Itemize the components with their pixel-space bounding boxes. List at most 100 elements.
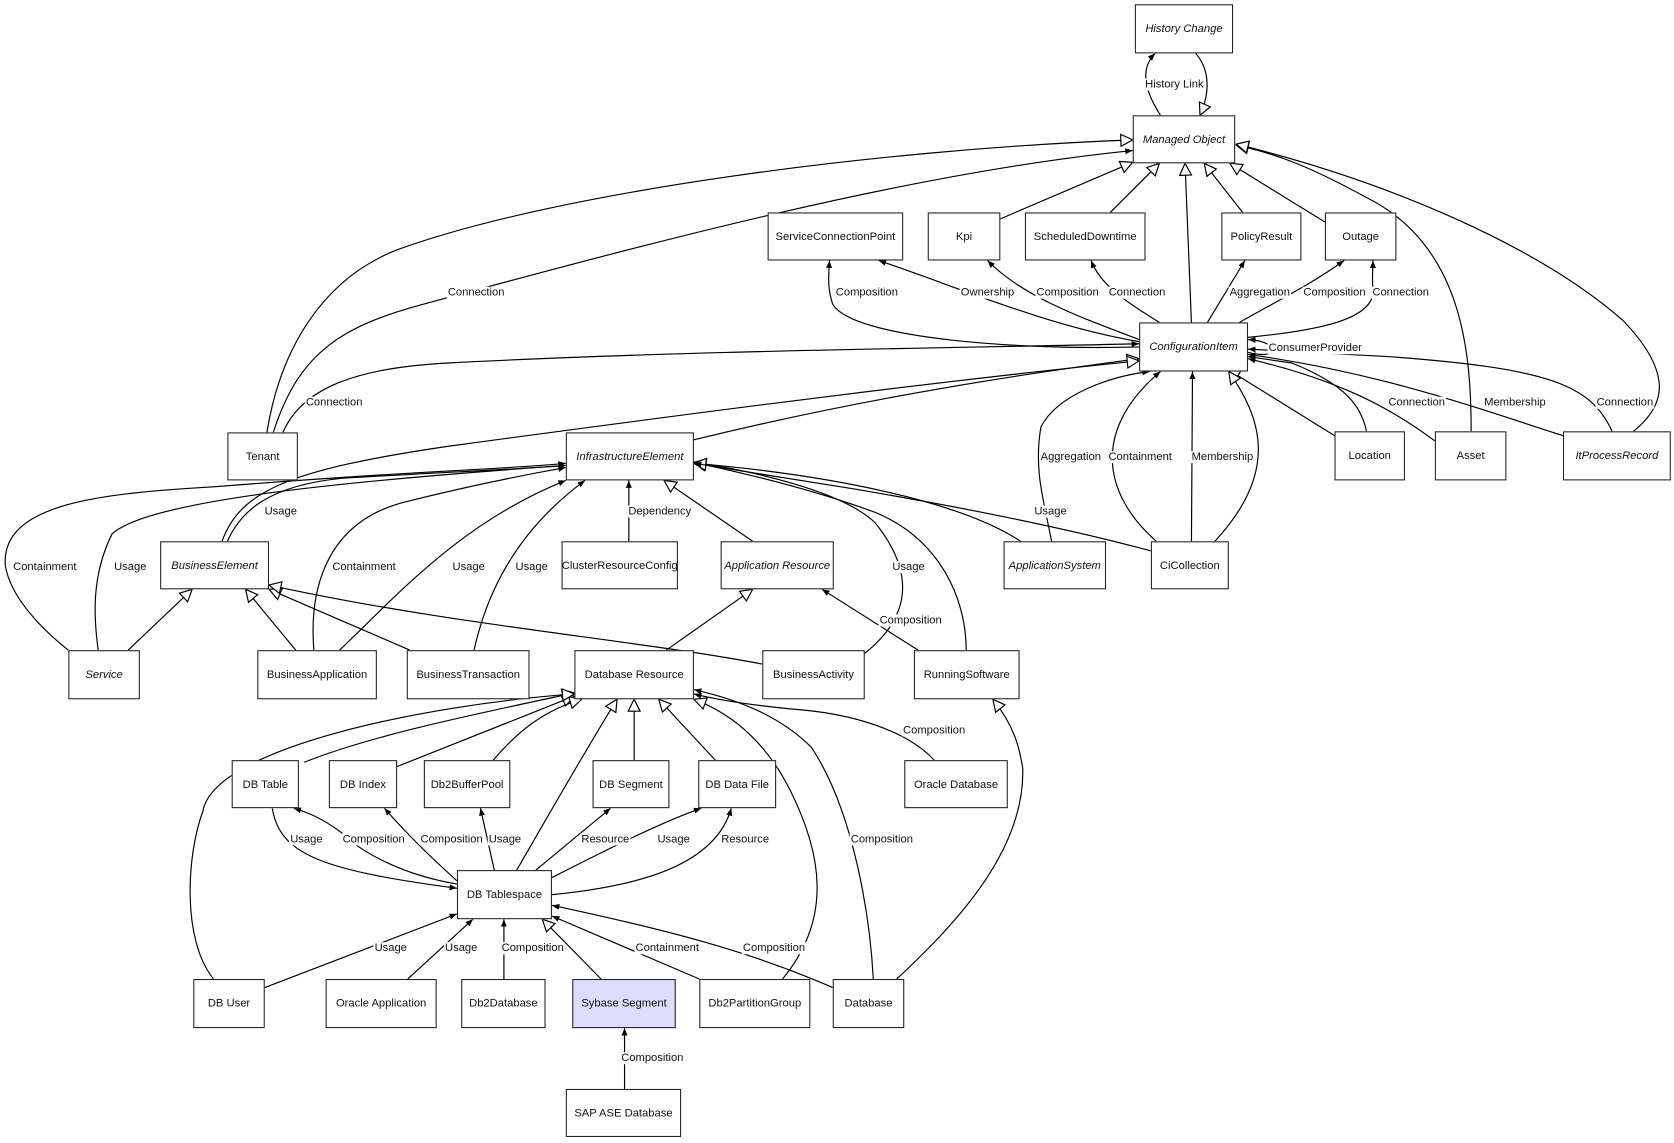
class-node-label: Asset: [1456, 449, 1485, 463]
association-edge-database-to-db_tablespace: [551, 903, 833, 989]
edge-label: Composition: [880, 614, 942, 626]
edge-label-background: [580, 833, 631, 846]
edge-label: Connection: [1597, 397, 1654, 409]
class-node-db-user[interactable]: DB User: [193, 978, 265, 1029]
edge-label: Usage: [489, 833, 521, 845]
edge-label: Connection: [1388, 397, 1445, 409]
edge-label: Connection: [1109, 287, 1166, 299]
edge-label: Composition: [1037, 287, 1099, 299]
edge-label-background: [500, 942, 565, 955]
class-node-policy-result[interactable]: PolicyResult: [1221, 212, 1302, 261]
class-node-label: Kpi: [955, 230, 973, 243]
class-node-database[interactable]: Database: [832, 978, 905, 1029]
edge-label-background: [1595, 396, 1655, 409]
association-edge-db2_partition_group-to-db_tablespace: [551, 915, 700, 980]
class-node-label: Db2BufferPool: [430, 777, 504, 791]
generalization-edge-scheduled_downtime-to-managed_object: [1109, 163, 1159, 213]
class-node-oracle-database[interactable]: Oracle Database: [904, 760, 1008, 809]
generalization-edge-running_software-to-infrastructure_element: [694, 462, 967, 651]
generalization-edge-application_resource-to-infrastructure_element: [664, 480, 753, 542]
class-node-label: ClusterResourceConfig: [561, 558, 678, 572]
class-node-db-index[interactable]: DB Index: [328, 760, 398, 809]
class-node-scheduled-downtime[interactable]: ScheduledDowntime: [1024, 212, 1146, 261]
association-edge-business_application-to-infrastructure_element: [312, 465, 566, 651]
class-node-label: Location: [1348, 449, 1391, 463]
class-node-database-resource[interactable]: Database Resource: [574, 650, 694, 700]
edge-label-background: [304, 396, 364, 409]
class-node-asset[interactable]: Asset: [1434, 431, 1507, 481]
association-edge-db_tablespace-to-db2_buffer_pool: [479, 808, 495, 871]
class-node-label: ConfigurationItem: [1149, 340, 1238, 354]
class-node-sap-ase-database[interactable]: SAP ASE Database: [565, 1088, 682, 1137]
class-node-business-activity[interactable]: BusinessActivity: [762, 650, 865, 700]
class-node-configuration-item[interactable]: ConfigurationItem: [1139, 322, 1249, 372]
class-node-application-system[interactable]: ApplicationSystem: [1003, 541, 1107, 590]
edge-label: Usage: [290, 833, 322, 845]
class-node-kpi[interactable]: Kpi: [927, 212, 1001, 261]
class-node-service-connection-point[interactable]: ServiceConnectionPoint: [767, 212, 904, 261]
generalization-edge-it_process_record-to-managed_object: [1236, 144, 1660, 432]
association-edge-oracle_database-to-database_resource: [693, 692, 935, 761]
class-node-db-tablespace[interactable]: DB Tablespace: [456, 870, 552, 920]
class-node-running-software[interactable]: RunningSoftware: [913, 650, 1020, 700]
class-node-db2-database[interactable]: Db2Database: [461, 978, 546, 1029]
class-node-tenant[interactable]: Tenant: [227, 432, 298, 481]
edge-label: Usage: [515, 561, 547, 573]
generalization-edge-location-to-configuration_item: [1228, 369, 1335, 437]
generalization-edge-history_change-to-managed_object: [1195, 52, 1207, 115]
edge-label-background: [419, 833, 484, 846]
edge-label: Connection: [1372, 287, 1429, 299]
class-node-label: Tenant: [245, 449, 280, 463]
class-node-it-process-record[interactable]: ItProcessRecord: [1562, 431, 1671, 481]
class-node-label: DB Tablespace: [466, 888, 543, 902]
edge-label-background: [1039, 451, 1103, 464]
association-edge-tenant-to-managed_object: [272, 148, 1133, 433]
class-node-oracle-application[interactable]: Oracle Application: [325, 978, 437, 1029]
class-node-label: ItProcessRecord: [1575, 449, 1659, 463]
class-node-business-application[interactable]: BusinessApplication: [257, 650, 377, 700]
class-node-db2-buffer-pool[interactable]: Db2BufferPool: [423, 760, 511, 809]
association-edge-configuration_item-to-outage: [1247, 260, 1376, 338]
class-node-cluster-resource-config[interactable]: ClusterResourceConfig: [561, 541, 678, 590]
generalization-edge-outage-to-managed_object: [1230, 163, 1326, 223]
class-node-business-transaction[interactable]: BusinessTransaction: [406, 650, 530, 700]
class-node-location[interactable]: Location: [1334, 431, 1405, 481]
class-node-business-element[interactable]: BusinessElement: [160, 541, 270, 590]
class-node-label: History Change: [1145, 22, 1223, 36]
class-node-service[interactable]: Service: [68, 650, 140, 700]
generalization-edge-kpi-to-managed_object: [1000, 162, 1132, 220]
edge-label: Usage: [114, 561, 146, 573]
class-node-db2-partition-group[interactable]: Db2PartitionGroup: [699, 978, 811, 1029]
edge-label-background: [1033, 505, 1068, 518]
edge-label-background: [834, 286, 900, 299]
edge-label-background: [959, 286, 1016, 299]
association-edge-application_system-to-configuration_item: [1037, 369, 1150, 542]
edge-label: Composition: [421, 833, 483, 845]
edge-label: Containment: [332, 561, 396, 573]
class-node-application-resource[interactable]: Application Resource: [720, 541, 834, 590]
class-node-infrastructure-element[interactable]: InfrastructureElement: [565, 432, 694, 481]
edge-label: Usage: [892, 561, 924, 573]
edge-label: Composition: [621, 1052, 683, 1064]
class-node-outage[interactable]: Outage: [1324, 212, 1397, 261]
class-node-label: Service: [85, 668, 123, 682]
class-node-db-table[interactable]: DB Table: [231, 760, 299, 809]
generalization-edge-sybase_segment-to-db_tablespace: [542, 919, 602, 980]
generalization-edge-tenant-to-managed_object: [266, 140, 1133, 433]
class-node-label: Managed Object: [1142, 132, 1226, 146]
class-node-history-change[interactable]: History Change: [1134, 4, 1234, 54]
class-node-ci-collection[interactable]: CiCollection: [1150, 541, 1229, 590]
generalization-edge-db_table-to-database_resource: [304, 693, 574, 763]
class-node-label: BusinessActivity: [773, 668, 854, 682]
generalization-edge-policy_result-to-managed_object: [1204, 163, 1244, 213]
edge-label: Usage: [657, 833, 689, 845]
generalization-edge-db_user-to-database_resource: [189, 694, 574, 980]
edge-label-background: [1228, 286, 1292, 299]
class-node-db-segment[interactable]: DB Segment: [592, 760, 670, 809]
class-node-db-data-file[interactable]: DB Data File: [698, 760, 777, 809]
class-node-managed-object[interactable]: Managed Object: [1132, 115, 1236, 164]
edge-label-background: [1371, 286, 1431, 299]
class-node-sybase-segment[interactable]: Sybase Segment: [572, 978, 676, 1029]
generalization-edge-db2_buffer_pool-to-database_resource: [492, 699, 582, 761]
